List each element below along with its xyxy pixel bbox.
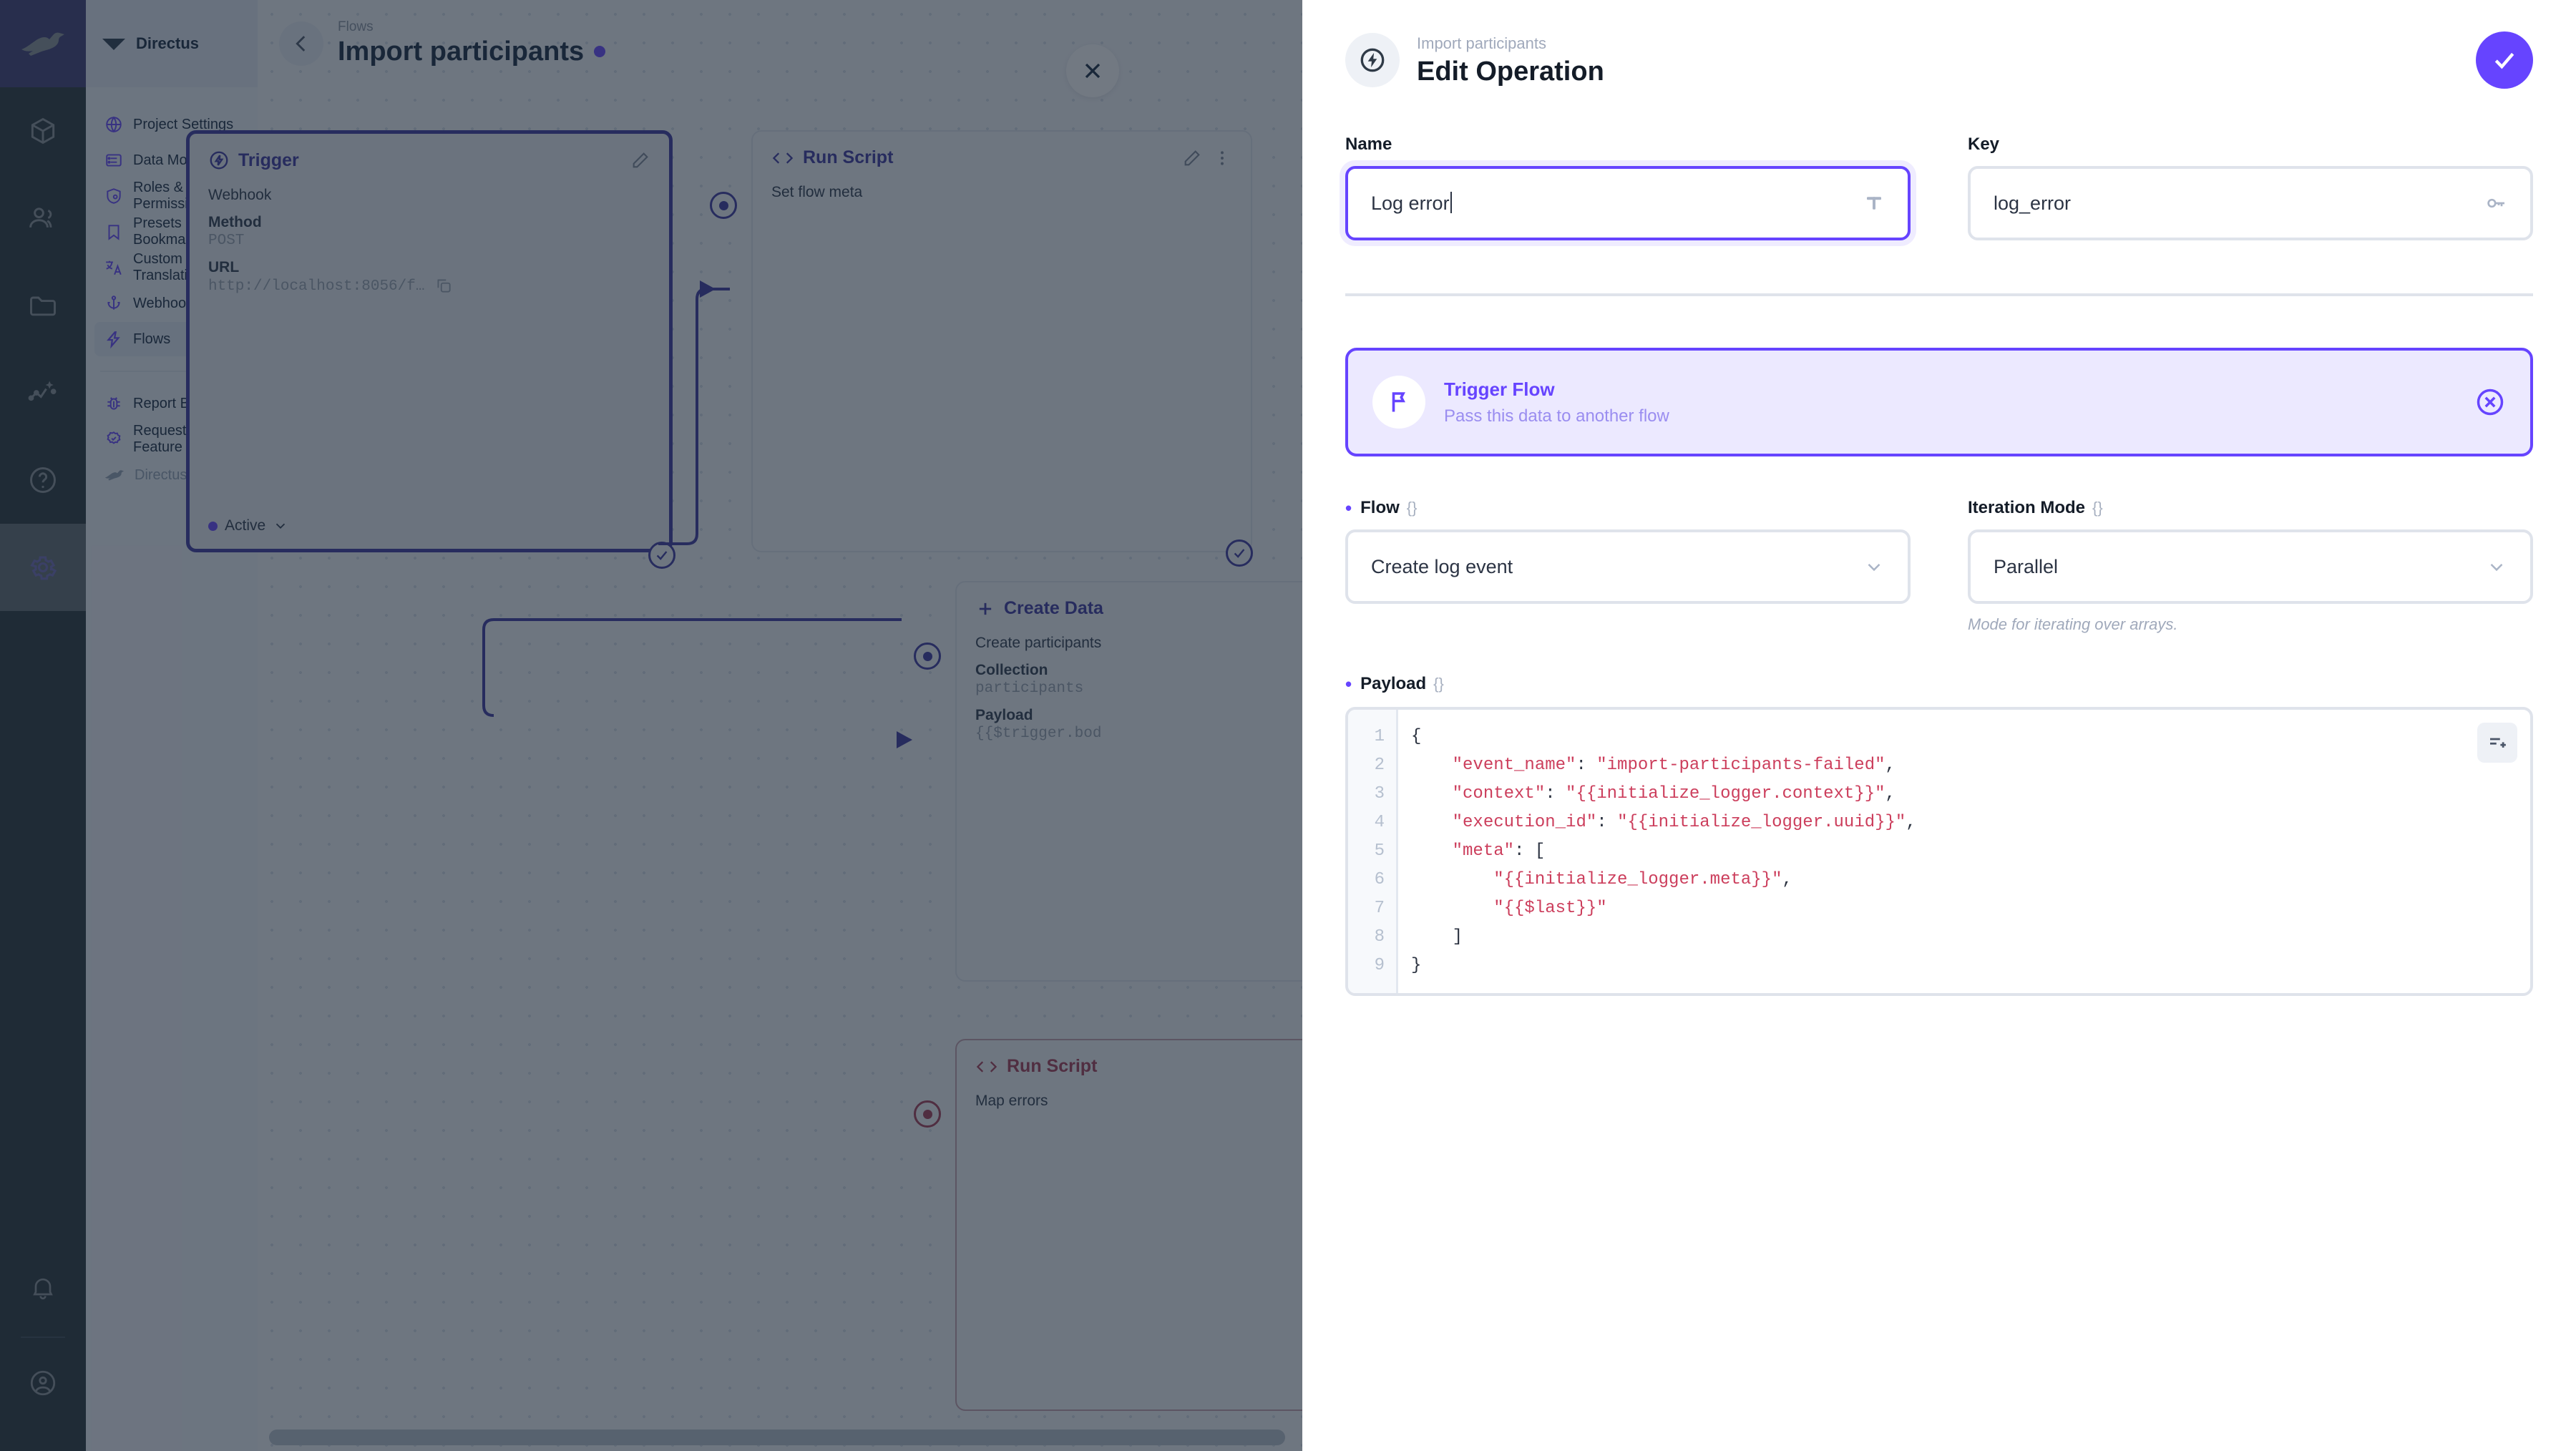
name-input-value: Log error xyxy=(1371,192,1863,215)
operation-type-title: Trigger Flow xyxy=(1444,378,1555,400)
flow-iteration-row: • Flow {} Create log event Iteration Mod… xyxy=(1345,498,2533,634)
name-input[interactable]: Log error xyxy=(1345,166,1911,240)
iteration-mode-label: Iteration Mode {} xyxy=(1968,498,2533,518)
bolt-circle-icon xyxy=(1345,33,1400,87)
braces-icon: {} xyxy=(2092,499,2103,517)
flow-label: • Flow {} xyxy=(1345,497,1418,519)
edit-operation-drawer: Import participants Edit Operation Name … xyxy=(1302,0,2576,1451)
text-format-icon xyxy=(1863,192,1885,214)
drawer-title: Edit Operation xyxy=(1417,56,1604,87)
key-icon xyxy=(2484,192,2507,215)
iteration-mode-hint: Mode for iterating over arrays. xyxy=(1968,615,2178,633)
flow-select-value: Create log event xyxy=(1371,555,1513,577)
flow-select[interactable]: Create log event xyxy=(1345,529,1911,604)
braces-icon: {} xyxy=(1433,675,1444,693)
payload-label-text: Payload xyxy=(1360,674,1427,693)
section-divider xyxy=(1345,293,2533,296)
payload-label: • Payload {} xyxy=(1345,673,1444,695)
save-button[interactable] xyxy=(2476,31,2533,89)
key-input-value: log_error xyxy=(1994,192,2072,214)
close-circle-icon[interactable] xyxy=(2474,386,2506,418)
name-label-text: Name xyxy=(1345,135,1392,154)
operation-type-subtitle: Pass this data to another flow xyxy=(1444,406,1669,426)
name-key-row: Name Log error Key log_error xyxy=(1345,135,2533,240)
name-label: Name xyxy=(1345,135,1911,155)
code-content[interactable]: { "event_name": "import-participants-fai… xyxy=(1411,727,1916,975)
flag-icon xyxy=(1372,376,1425,429)
chevron-down-icon xyxy=(1863,556,1885,577)
key-label-text: Key xyxy=(1968,135,2000,154)
iteration-mode-select[interactable]: Parallel xyxy=(1968,529,2533,604)
iteration-mode-value: Parallel xyxy=(1994,555,2059,577)
chevron-down-icon xyxy=(2486,556,2507,577)
iteration-mode-field-group: Iteration Mode {} Parallel Mode for iter… xyxy=(1968,498,2533,634)
drawer-subtitle: Import participants xyxy=(1417,34,1546,52)
format-lines-icon[interactable] xyxy=(2477,723,2517,763)
operation-type-card[interactable]: Trigger Flow Pass this data to another f… xyxy=(1345,348,2533,456)
drawer-header: Import participants Edit Operation xyxy=(1345,0,2533,89)
name-field-group: Name Log error xyxy=(1345,135,1911,240)
braces-icon: {} xyxy=(1406,499,1418,517)
flow-field-group: • Flow {} Create log event xyxy=(1345,498,1911,634)
iteration-mode-label-text: Iteration Mode xyxy=(1968,498,2086,517)
key-field-group: Key log_error xyxy=(1968,135,2533,240)
key-label: Key xyxy=(1968,135,2533,155)
key-input[interactable]: log_error xyxy=(1968,166,2533,240)
flow-label-text: Flow xyxy=(1360,498,1400,517)
